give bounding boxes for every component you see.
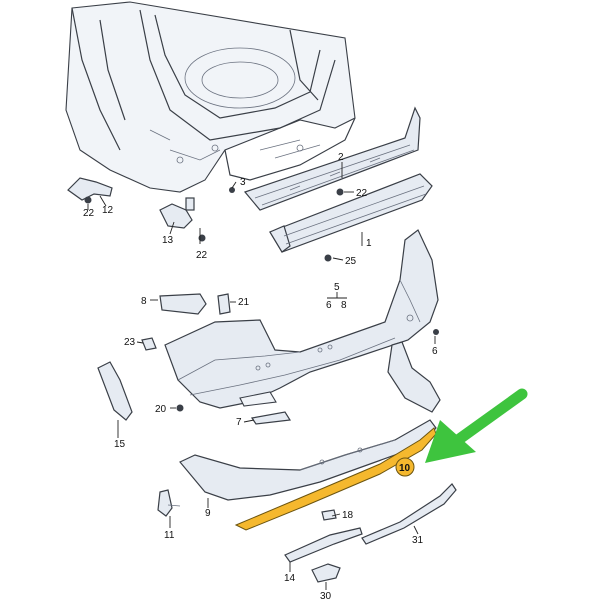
bracket-12 bbox=[67, 177, 113, 204]
trim-14 bbox=[284, 527, 363, 563]
bumper-cover-main bbox=[164, 229, 439, 409]
clip-23 bbox=[141, 337, 157, 351]
label-13: 13 bbox=[162, 235, 174, 246]
label-11: 11 bbox=[164, 530, 175, 541]
cap-30 bbox=[311, 563, 341, 583]
label-23: 23 bbox=[124, 337, 136, 348]
impact-absorber-2 bbox=[243, 106, 421, 211]
bumper-reinforcement-1 bbox=[269, 173, 433, 253]
leader-lines bbox=[87, 162, 436, 590]
cover-8-left bbox=[159, 293, 207, 315]
label-8-left: 8 bbox=[141, 296, 147, 307]
label-1: 1 bbox=[366, 238, 372, 249]
label-2: 2 bbox=[338, 152, 344, 163]
grille-7 bbox=[250, 411, 292, 425]
label-6-top: 6 bbox=[326, 300, 332, 311]
bolt-3 bbox=[229, 187, 235, 193]
label-3: 3 bbox=[240, 177, 246, 188]
vehicle-body-frame bbox=[65, 1, 356, 193]
label-5: 5 bbox=[334, 282, 340, 293]
clip-21 bbox=[217, 293, 231, 315]
side-trim-right bbox=[387, 341, 441, 413]
bracket-11 bbox=[157, 489, 173, 517]
label-20: 20 bbox=[155, 404, 167, 415]
bracket-11-tab bbox=[167, 504, 181, 507]
label-22-upper: 22 bbox=[356, 188, 368, 199]
label-12: 12 bbox=[102, 205, 114, 216]
diffuser-9 bbox=[179, 419, 437, 501]
label-22-left: 22 bbox=[83, 208, 95, 219]
label-31: 31 bbox=[412, 535, 424, 546]
green-arrow-indicator bbox=[425, 388, 528, 463]
side-guide-15 bbox=[97, 361, 133, 421]
label-10-badge: 10 bbox=[395, 457, 415, 477]
label-22-lower: 22 bbox=[196, 250, 208, 261]
label-18: 18 bbox=[342, 510, 354, 521]
label-25: 25 bbox=[345, 256, 357, 267]
bolt-6 bbox=[433, 329, 439, 335]
bolt-25 bbox=[324, 254, 332, 262]
label-10: 10 bbox=[399, 463, 411, 474]
label-8-right: 8 bbox=[341, 300, 347, 311]
part-labels: 2 1 3 22 22 22 12 13 25 8 21 5 6 8 6 23 … bbox=[83, 152, 438, 602]
bolt-20 bbox=[176, 404, 184, 412]
label-30: 30 bbox=[320, 591, 332, 602]
label-15: 15 bbox=[114, 439, 126, 450]
bolt-22-upper bbox=[336, 188, 344, 196]
clip-18 bbox=[321, 509, 337, 521]
label-6-right: 6 bbox=[432, 346, 438, 357]
label-21: 21 bbox=[238, 297, 250, 308]
label-7: 7 bbox=[236, 417, 242, 428]
label-14: 14 bbox=[284, 573, 296, 584]
label-9: 9 bbox=[205, 508, 211, 519]
trim-strip-31 bbox=[361, 483, 457, 545]
